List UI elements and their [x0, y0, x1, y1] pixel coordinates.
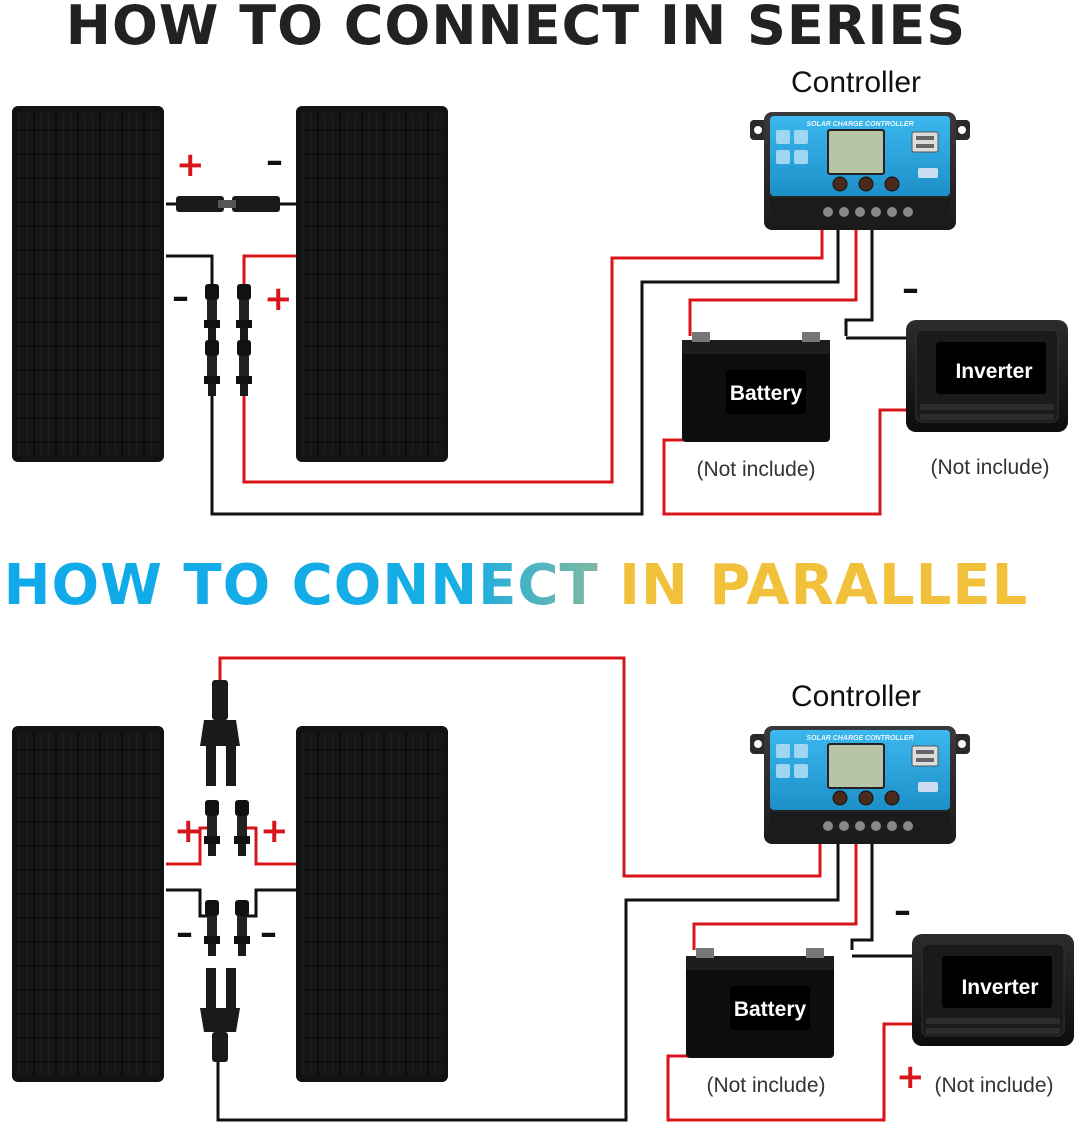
parallel-inverter-note: (Not include)	[934, 1074, 1053, 1097]
parallel-controller-label: Controller	[791, 680, 921, 713]
series-mc4-right-bottom	[236, 340, 252, 396]
parallel-wire-negative	[216, 840, 840, 1122]
parallel-battery-label: Battery	[734, 998, 807, 1021]
parallel-battery-note: (Not include)	[706, 1074, 825, 1097]
parallel-mc4-left-lower	[204, 900, 220, 956]
parallel-title: HOW TO CONNECT IN PARALLEL	[4, 553, 1029, 618]
series-inverter-note: (Not include)	[930, 456, 1049, 479]
series-wires	[166, 202, 906, 516]
parallel-minus-left: –	[176, 913, 193, 953]
parallel-section: HOW TO CONNECT IN PARALLEL	[4, 553, 1075, 1122]
series-controller-label: Controller	[791, 66, 921, 99]
series-wire-negative	[210, 222, 840, 516]
parallel-y-branch-top	[200, 680, 240, 786]
series-mc4-horizontal	[176, 196, 280, 212]
parallel-panel-left	[12, 726, 164, 1082]
series-minus-controller: –	[902, 269, 919, 309]
parallel-inverter: Inverter	[911, 933, 1075, 1047]
parallel-plus-left: +	[174, 811, 203, 851]
series-mc4-left-top	[204, 284, 220, 340]
parallel-plus-right: +	[260, 811, 289, 851]
parallel-controller: SOLAR CHARGE CONTROLLER	[749, 725, 971, 845]
parallel-minus-controller: –	[894, 891, 911, 931]
series-inverter-label: Inverter	[955, 360, 1032, 383]
series-mc4-left-bottom	[204, 340, 220, 396]
parallel-wire-positive	[218, 656, 822, 878]
series-panel-left	[12, 106, 164, 462]
parallel-wires	[166, 656, 912, 1122]
series-controller: SOLAR CHARGE CONTROLLER	[749, 111, 971, 231]
series-controller-brand: SOLAR CHARGE CONTROLLER	[806, 121, 913, 128]
parallel-title-part-1: HOW TO CONNECT	[4, 553, 620, 618]
series-title: HOW TO CONNECT IN SERIES	[66, 0, 966, 57]
parallel-controller-brand: SOLAR CHARGE CONTROLLER	[806, 735, 913, 742]
series-minus-left: –	[172, 277, 189, 317]
parallel-inverter-label: Inverter	[961, 976, 1038, 999]
series-panel-right	[296, 106, 448, 462]
series-inverter: Inverter	[905, 319, 1069, 433]
series-mc4-right-top	[236, 284, 252, 340]
series-plus-right: +	[264, 279, 293, 319]
parallel-plus-inverter: +	[896, 1057, 925, 1097]
series-wire-positive	[242, 222, 824, 484]
series-section: HOW TO CONNECT IN SERIES	[12, 0, 1069, 516]
series-minus-top: –	[266, 141, 283, 181]
parallel-title-part-2: IN PARALLEL	[619, 553, 1028, 618]
parallel-battery: Battery	[686, 948, 834, 1058]
series-battery: Battery	[682, 332, 830, 442]
parallel-y-branch-bottom	[200, 968, 240, 1062]
series-plus-top: +	[176, 145, 205, 185]
series-battery-note: (Not include)	[696, 458, 815, 481]
parallel-panel-right	[296, 726, 448, 1082]
parallel-minus-right: –	[260, 913, 277, 953]
parallel-mc4-right-lower	[234, 900, 250, 956]
series-battery-label: Battery	[730, 382, 803, 405]
